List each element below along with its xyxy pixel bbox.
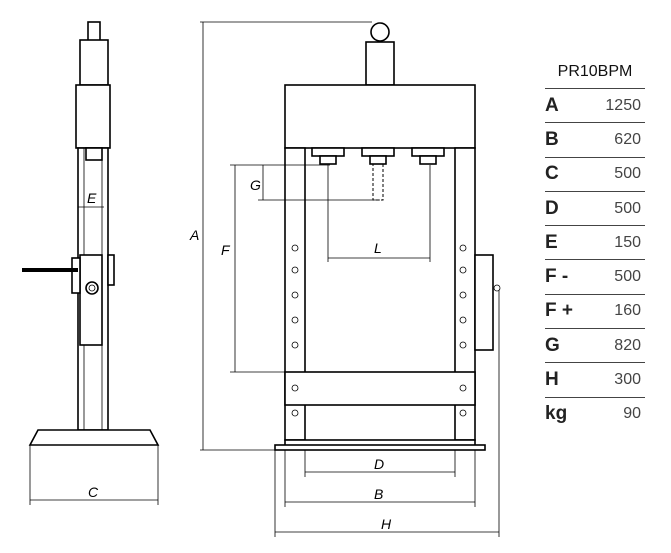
row-value: 500	[614, 268, 641, 286]
dim-label-f: F	[221, 242, 231, 258]
table-row: E 150	[545, 225, 645, 259]
dim-label-g: G	[250, 177, 261, 193]
table-row: C 500	[545, 156, 645, 191]
row-key: A	[545, 94, 559, 116]
table-row: kg 90	[545, 396, 645, 431]
dim-label-a: A	[189, 227, 199, 243]
table-row: B 620	[545, 122, 645, 156]
row-value: 820	[614, 336, 641, 354]
table-row: F + 160	[545, 293, 645, 328]
dim-label-h: H	[381, 516, 392, 532]
row-key: kg	[545, 403, 568, 425]
row-value: 160	[614, 302, 641, 320]
model-name: PR10BPM	[557, 63, 633, 80]
row-value: 500	[614, 199, 641, 217]
side-view: E C	[22, 21, 160, 505]
dim-label-l: L	[374, 240, 382, 256]
table-row: H 300	[545, 362, 645, 396]
dim-label-c: C	[88, 484, 99, 500]
row-key: F +	[545, 300, 573, 322]
row-value: 90	[623, 405, 641, 423]
row-key: B	[545, 128, 559, 150]
dim-label-b: B	[374, 486, 383, 502]
row-key: E	[545, 231, 558, 253]
row-value: 150	[614, 233, 641, 251]
row-value: 1250	[605, 96, 641, 114]
table-row: F - 500	[545, 259, 645, 293]
row-value: 300	[614, 371, 641, 389]
row-key: D	[545, 197, 559, 219]
front-view: A F G L D B H	[189, 21, 501, 537]
row-key: H	[545, 369, 559, 391]
column-holes	[291, 244, 467, 417]
table-row: G 820	[545, 328, 645, 362]
spec-table: PR10BPM A 1250 B 620 C 500 D 500 E 150 F - 500…	[545, 58, 645, 431]
table-row: D 500	[545, 190, 645, 225]
row-key: C	[545, 163, 559, 185]
table-row: A 1250	[545, 88, 645, 122]
row-key: G	[545, 334, 560, 356]
row-value: 500	[614, 165, 641, 183]
dim-label-e: E	[87, 190, 97, 206]
row-key: F -	[545, 266, 569, 288]
row-value: 620	[614, 130, 641, 148]
dim-label-d: D	[374, 456, 384, 472]
